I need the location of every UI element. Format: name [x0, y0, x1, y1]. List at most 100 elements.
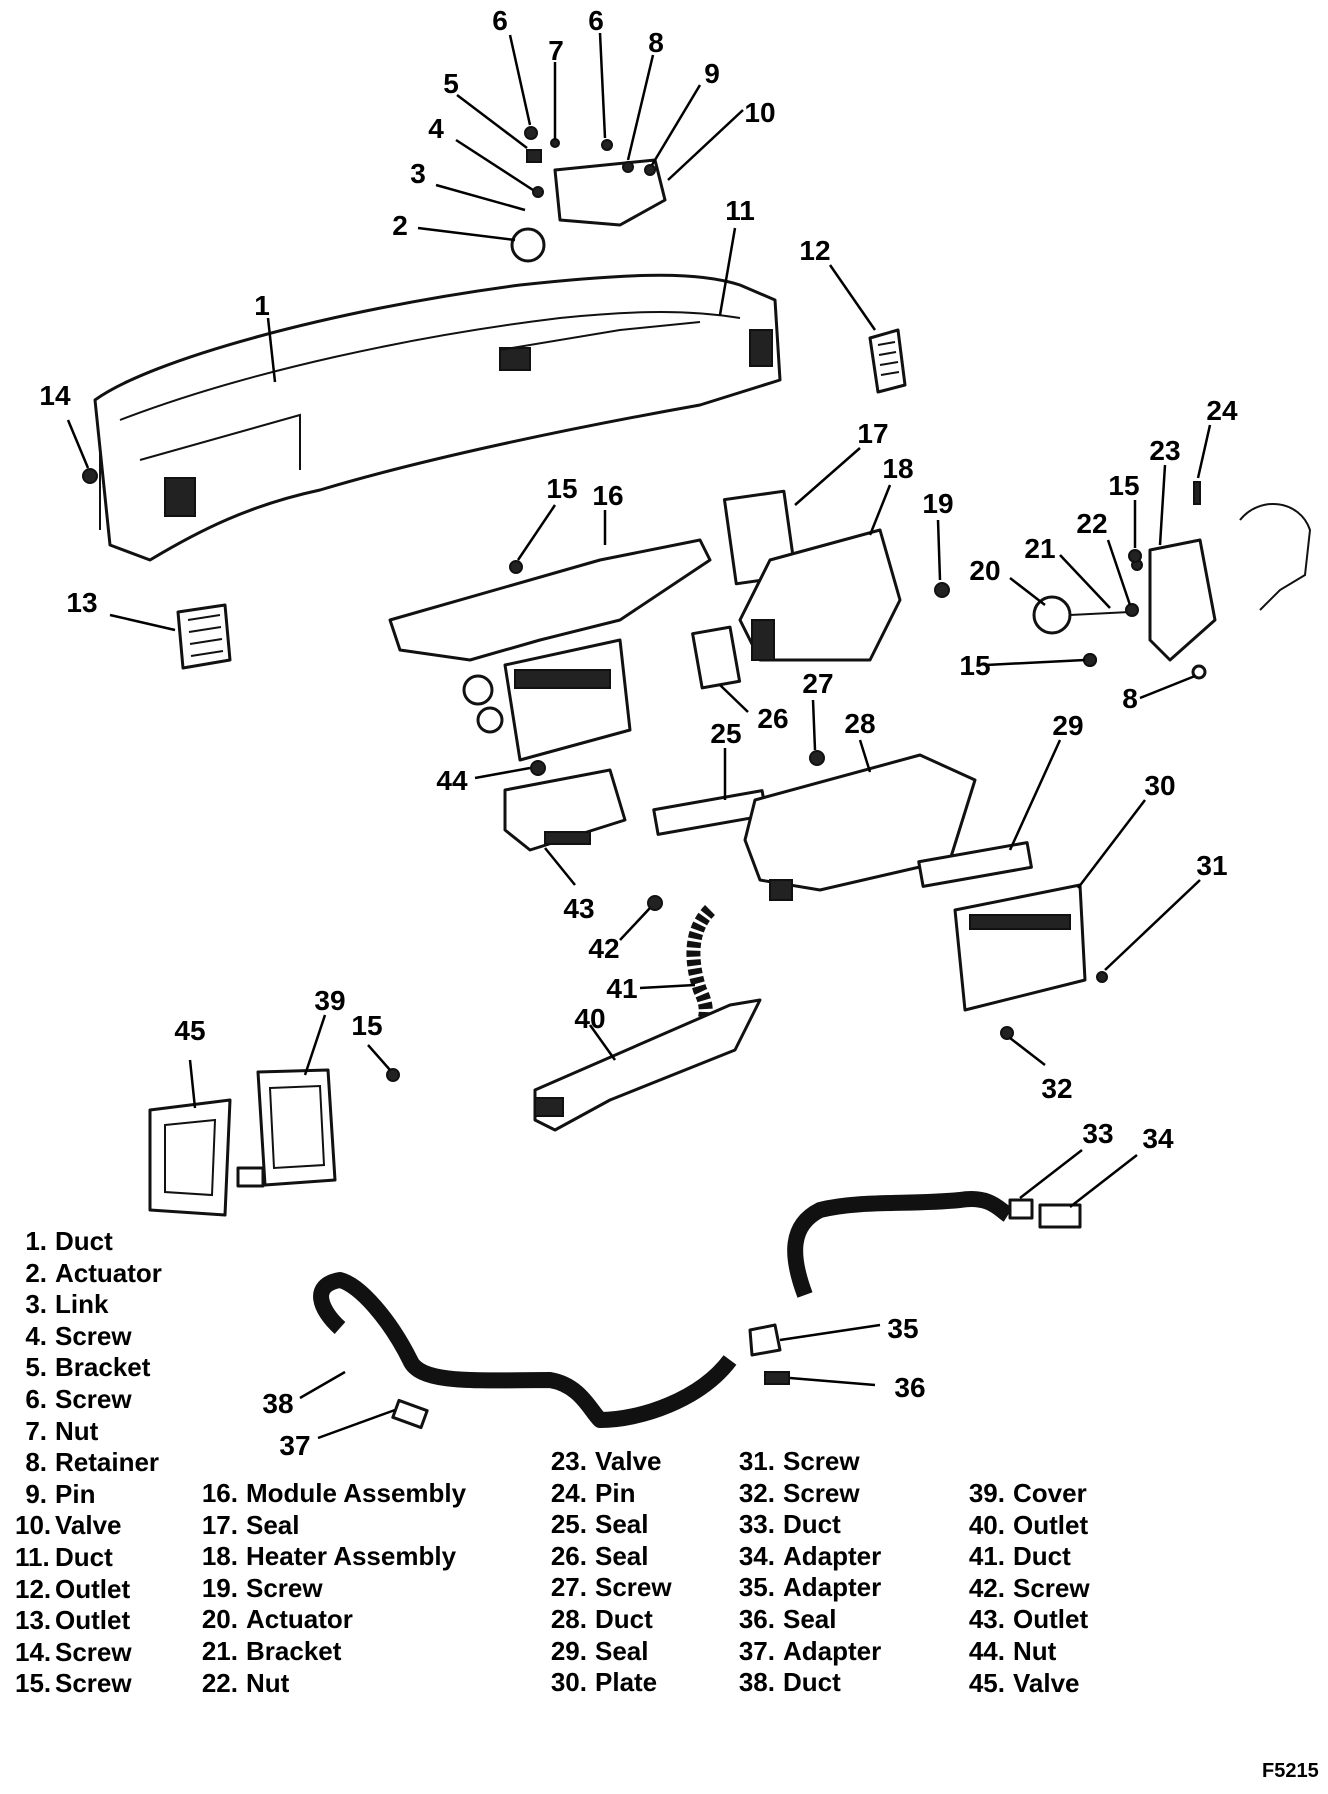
part-actuator-cluster: [510, 126, 667, 263]
callout-38: 38: [262, 1388, 293, 1419]
part-plate-30: [953, 883, 1087, 1012]
legend-item: 41.Duct: [968, 1541, 1071, 1572]
part-hoses: [313, 1191, 1082, 1430]
callout-6b: 6: [588, 5, 604, 36]
callout-28: 28: [844, 708, 875, 739]
legend-item: 36.Seal: [738, 1603, 837, 1634]
legend-item: 40.Outlet: [968, 1509, 1089, 1540]
part-screw-15-d: [386, 1068, 400, 1082]
legend-item: 28.Duct: [550, 1603, 653, 1634]
callout-34: 34: [1142, 1123, 1174, 1154]
callout-6a: 6: [492, 5, 508, 36]
part-screw-15-b: [1128, 549, 1142, 563]
figure-code: F5215: [1262, 1760, 1319, 1782]
legend-item: 8.Retainer: [25, 1447, 160, 1478]
legend-item: 29.Seal: [550, 1635, 649, 1666]
legend-item: 33.Duct: [738, 1509, 841, 1540]
part-seal-26: [691, 625, 742, 690]
legend-item: 4.Screw: [25, 1320, 132, 1351]
legend-item: 38.Duct: [738, 1667, 841, 1698]
part-valve-cluster-23: [1032, 538, 1217, 680]
legend-item: 39.Cover: [968, 1478, 1087, 1508]
callout-labels: 1 2 3 4 5 6 7 6 8 9 10 11 12 13 14 15 16…: [39, 5, 1238, 1461]
legend-item: 22.Nut: [201, 1667, 290, 1698]
legend-item: 16.Module Assembly: [201, 1478, 467, 1508]
legend-item: 23.Valve: [550, 1446, 662, 1476]
callout-27: 27: [802, 668, 833, 699]
legend-item: 30.Plate: [550, 1667, 658, 1698]
legend-item: 5.Bracket: [25, 1352, 151, 1383]
part-screw-15-c: [1083, 653, 1097, 667]
legend-item: 45.Valve: [968, 1667, 1080, 1698]
part-cover-39: [256, 1068, 337, 1187]
part-duct-41: [686, 905, 716, 1034]
callout-8b: 8: [1122, 683, 1138, 714]
callout-21: 21: [1024, 533, 1055, 564]
callout-26: 26: [757, 703, 788, 734]
callout-40: 40: [574, 1003, 605, 1034]
callout-35: 35: [887, 1313, 918, 1344]
legend-item: 35.Adapter: [738, 1572, 882, 1603]
callout-42: 42: [588, 933, 619, 964]
part-firewall-outline: [1239, 503, 1312, 611]
callout-12: 12: [799, 235, 830, 266]
callout-18: 18: [882, 453, 913, 484]
part-screw-42: [647, 895, 663, 911]
legend-column-5: 39.Cover 40.Outlet 41.Duct 42.Screw 43.O…: [955, 1478, 1090, 1699]
legend-item: 13.Outlet: [15, 1605, 131, 1636]
part-outlet-12: [868, 328, 907, 394]
callout-13: 13: [66, 587, 97, 618]
callout-10: 10: [744, 97, 775, 128]
callout-7: 7: [548, 35, 564, 66]
part-nut-44: [530, 760, 546, 776]
legend-item: 3.Link: [25, 1289, 109, 1320]
part-outlet-40: [533, 998, 762, 1132]
part-duct-1-dashboard: [93, 273, 782, 562]
part-screw-32: [1000, 1026, 1014, 1040]
legend-item: 21.Bracket: [201, 1635, 342, 1666]
callout-5: 5: [443, 68, 459, 99]
part-screw-27: [809, 750, 825, 766]
part-valve-45: [148, 1098, 265, 1217]
legend-item: 19.Screw: [201, 1572, 323, 1603]
legend-item: 42.Screw: [968, 1572, 1090, 1603]
callout-41: 41: [606, 973, 637, 1004]
leader-lines: [66, 32, 1212, 1440]
legend-item: 14.Screw: [15, 1636, 132, 1667]
legend-item: 10.Valve: [15, 1510, 122, 1541]
legend-item: 31.Screw: [738, 1446, 860, 1476]
callout-3: 3: [410, 158, 426, 189]
legend-item: 26.Seal: [550, 1540, 649, 1571]
callout-31: 31: [1196, 850, 1227, 881]
callout-14: 14: [39, 380, 71, 411]
legend-column-4: 31.Screw 32.Screw 33.Duct 34.Adapter 35.…: [725, 1446, 881, 1699]
callout-15c: 15: [959, 650, 990, 681]
callout-17: 17: [857, 418, 888, 449]
legend-column-1: 1.Duct 2.Actuator 3.Link 4.Screw 5.Brack…: [15, 1226, 162, 1700]
callout-33: 33: [1082, 1118, 1113, 1149]
part-seal-29: [917, 841, 1033, 888]
part-pin-24: [1193, 481, 1201, 505]
callout-16: 16: [592, 480, 623, 511]
callout-22: 22: [1076, 508, 1107, 539]
part-outlet-43: [503, 768, 627, 852]
callout-36: 36: [894, 1372, 925, 1403]
legend-item: 1.Duct: [25, 1226, 113, 1256]
callout-25: 25: [710, 718, 741, 749]
part-outlet-13: [176, 603, 232, 670]
legend-item: 15.Screw: [15, 1668, 132, 1699]
callout-32: 32: [1041, 1073, 1072, 1104]
part-module-assembly-16: [388, 538, 712, 762]
callout-8a: 8: [648, 27, 664, 58]
callout-19: 19: [922, 488, 953, 519]
callout-20: 20: [969, 555, 1000, 586]
legend-column-2: 16.Module Assembly 17.Seal 18.Heater Ass…: [190, 1478, 466, 1699]
legend-item: 7.Nut: [25, 1415, 99, 1446]
callout-44: 44: [436, 765, 468, 796]
callout-39: 39: [314, 985, 345, 1016]
legend-item: 12.Outlet: [15, 1573, 131, 1604]
callout-11: 11: [725, 195, 755, 226]
callout-29: 29: [1052, 710, 1083, 741]
legend-item: 18.Heater Assembly: [201, 1541, 457, 1572]
